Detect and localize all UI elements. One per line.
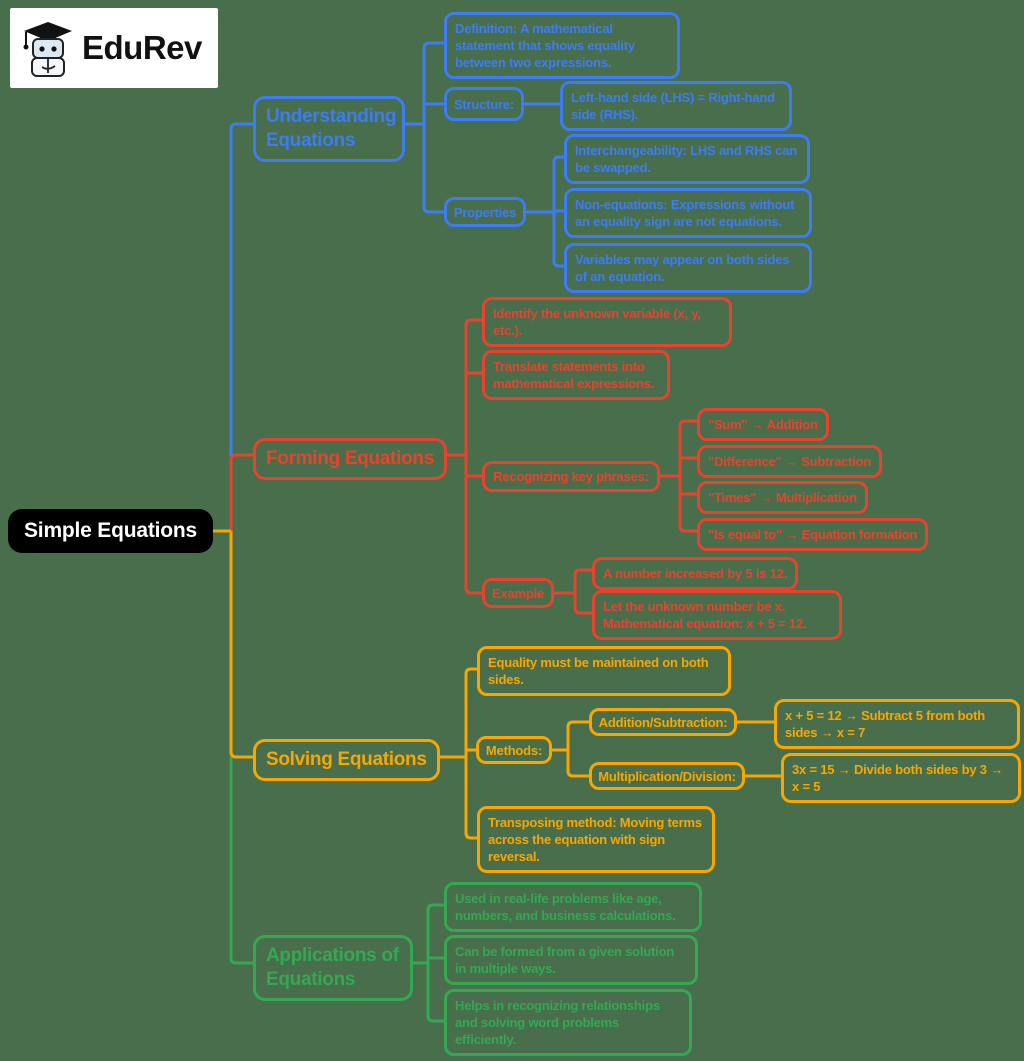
root-node-simple-equations: Simple Equations (8, 509, 213, 553)
branch-understanding-equations: Understanding Equations (253, 96, 405, 162)
node-transposing-method: Transposing method: Moving terms across … (477, 806, 715, 873)
node-formed-from-solution: Can be formed from a given solution in m… (444, 935, 698, 985)
edurev-logo: EduRev (10, 8, 218, 88)
node-example-statement: A number increased by 5 is 12. (592, 557, 799, 590)
node-structure-value: Left-hand side (LHS) = Right-hand side (… (560, 81, 792, 131)
node-phrase-difference: "Difference" → Subtraction (697, 445, 883, 478)
node-multiplication-division-example: 3x = 15 → Divide both sides by 3 → x = 5 (781, 753, 1021, 803)
node-equality-maintained: Equality must be maintained on both side… (477, 646, 731, 696)
node-methods-label: Methods: (476, 736, 552, 764)
branch-solving-equations: Solving Equations (253, 739, 440, 781)
branch-forming-equations: Forming Equations (253, 438, 448, 480)
node-addition-subtraction-example: x + 5 = 12 → Subtract 5 from both sides … (774, 699, 1020, 749)
node-example-equation: Let the unknown number be x. Mathematica… (592, 590, 842, 640)
node-example-label: Example (482, 578, 554, 608)
node-property-non-equations: Non-equations: Expressions without an eq… (564, 188, 812, 238)
node-definition: Definition: A mathematical statement tha… (444, 12, 680, 79)
node-addition-subtraction-label: Addition/Subtraction: (589, 708, 737, 736)
node-phrase-sum: "Sum" → Addition (697, 408, 829, 441)
applications-connectors (229, 757, 452, 1023)
node-property-interchangeability: Interchangeability: LHS and RHS can be s… (564, 134, 810, 184)
node-translate-statements: Translate statements into mathematical e… (482, 350, 670, 400)
node-properties-label: Properties (444, 197, 526, 227)
branch-applications-of-equations: Applications of Equations (253, 935, 413, 1001)
node-real-life-problems: Used in real-life problems like age, num… (444, 882, 702, 932)
node-phrase-times: "Times" → Multiplication (697, 481, 868, 514)
node-recognizing-key-phrases-label: Recognizing key phrases: (482, 461, 660, 492)
edurev-brand-text: EduRev (82, 29, 202, 66)
node-multiplication-division-label: Multiplication/Division: (589, 762, 745, 790)
node-recognizing-relationships: Helps in recognizing relationships and s… (444, 989, 692, 1056)
node-phrase-is-equal-to: "Is equal to" → Equation formation (697, 518, 929, 551)
node-identify-variable: Identify the unknown variable (x, y, etc… (482, 297, 732, 347)
node-structure-label: Structure: (444, 87, 524, 121)
node-property-variables: Variables may appear on both sides of an… (564, 243, 812, 293)
edurev-mascot-icon (23, 22, 72, 77)
